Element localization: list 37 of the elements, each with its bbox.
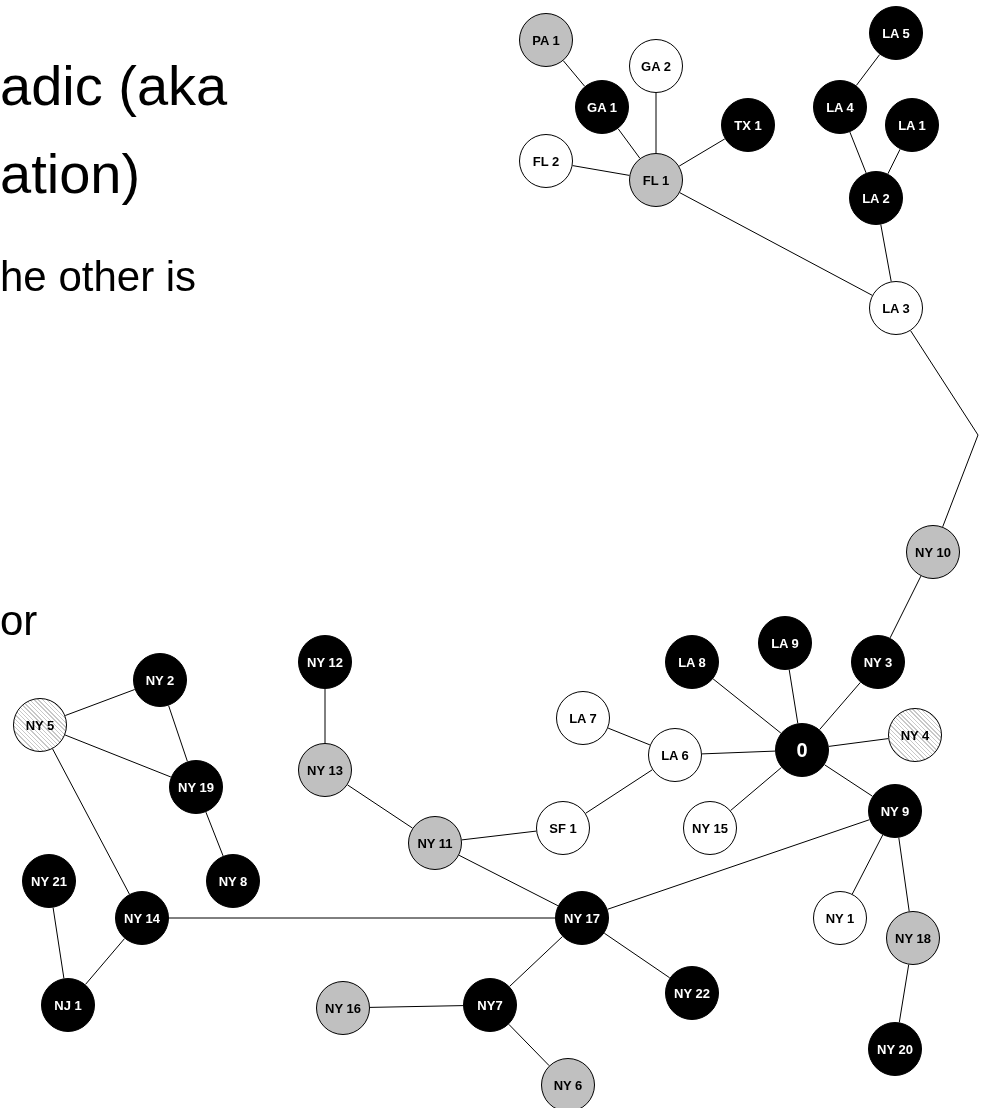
connector-line	[788, 669, 799, 724]
connector-line	[461, 830, 537, 841]
slide-text: or	[0, 600, 38, 642]
connector-line	[851, 834, 884, 895]
connector-line	[855, 54, 881, 86]
connector-line	[828, 738, 889, 747]
connector-line	[585, 769, 653, 814]
connector-line	[347, 784, 413, 829]
connector-line	[712, 678, 782, 734]
connector-line	[898, 837, 910, 912]
connector-line	[85, 938, 125, 985]
connector-line	[887, 148, 901, 175]
connector-line	[701, 750, 776, 755]
connector-line	[880, 224, 892, 282]
connector-line	[678, 138, 726, 167]
connector-line	[168, 705, 188, 762]
connector-line	[889, 575, 922, 639]
connector-line	[655, 92, 657, 154]
connector-line	[730, 767, 782, 811]
connector-line	[603, 932, 671, 979]
connector-line	[824, 764, 873, 797]
slide-text: he other is	[0, 256, 197, 298]
connector-line	[458, 854, 559, 907]
connector-line	[168, 917, 556, 919]
connector-line	[617, 128, 641, 159]
connector-line	[679, 192, 873, 296]
connector-line	[324, 688, 326, 744]
connector-line	[508, 1023, 550, 1067]
connector-line	[562, 60, 586, 87]
connector-line	[572, 165, 630, 176]
connector-line	[607, 819, 870, 910]
connector-line	[369, 1005, 464, 1008]
connector-line	[52, 748, 130, 895]
connector-line	[898, 964, 910, 1023]
connector-line	[819, 681, 861, 731]
connector-line	[52, 907, 65, 979]
connector-line	[509, 936, 563, 987]
